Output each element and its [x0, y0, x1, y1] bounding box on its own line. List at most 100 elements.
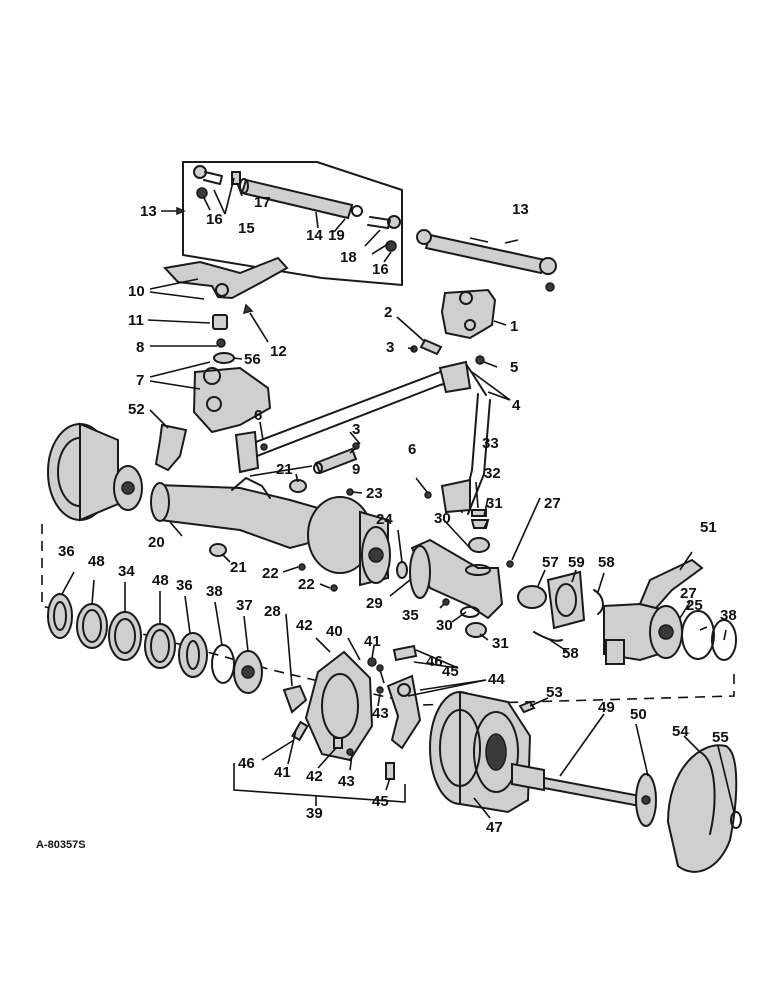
callout-58: 58	[562, 645, 579, 662]
axle-housing	[150, 477, 391, 587]
callout-32: 32	[484, 465, 501, 482]
callout-41: 41	[364, 633, 381, 650]
callout-45: 45	[442, 663, 459, 680]
callout-48: 48	[152, 572, 169, 589]
bearing-stack	[47, 593, 263, 694]
radius-rod	[234, 360, 491, 515]
tie-rod-end-left	[193, 165, 241, 199]
brake-drum-hub	[429, 690, 532, 814]
clamp-and-yoke	[517, 570, 604, 642]
callout-58: 58	[598, 554, 615, 571]
drawing-reference-number: A-80357S	[36, 839, 86, 851]
callout-13: 13	[512, 201, 529, 218]
callout-43: 43	[338, 773, 355, 790]
callout-46: 46	[426, 653, 443, 670]
callout-13: 13	[140, 203, 157, 220]
callout-21: 21	[276, 461, 293, 478]
callout-50: 50	[630, 706, 647, 723]
callout-47: 47	[486, 819, 503, 836]
brake-backing-plate	[282, 650, 374, 762]
callout-4: 4	[512, 397, 521, 414]
callout-31: 31	[492, 635, 509, 652]
callout-14: 14	[306, 227, 323, 244]
callout-20: 20	[148, 534, 165, 551]
callout-2: 2	[384, 304, 392, 321]
callout-29: 29	[366, 595, 383, 612]
callout-42: 42	[306, 768, 323, 785]
callout-37: 37	[236, 597, 253, 614]
leader-lines	[61, 177, 735, 819]
callout-25: 25	[686, 597, 703, 614]
spindle-bushing-and-seal	[212, 303, 254, 364]
callout-57: 57	[542, 554, 559, 571]
hub-cap	[666, 744, 742, 873]
steering-arm	[163, 256, 289, 300]
callout-48: 48	[88, 553, 105, 570]
callout-3: 3	[352, 421, 360, 438]
callout-38: 38	[206, 583, 223, 600]
callout-6: 6	[254, 407, 262, 424]
callout-40: 40	[326, 623, 343, 640]
tie-rod-end-right	[351, 205, 401, 252]
pin-and-lube-fittings	[410, 338, 485, 365]
callout-22: 22	[262, 565, 279, 582]
tie-rod-kit-box	[161, 161, 403, 286]
callout-49: 49	[598, 699, 615, 716]
callout-54: 54	[672, 723, 689, 740]
axle-shaft	[511, 700, 657, 827]
callout-52: 52	[128, 401, 145, 418]
callout-34: 34	[118, 563, 135, 580]
callout-22: 22	[298, 576, 315, 593]
callout-10: 10	[128, 283, 145, 300]
callout-19: 19	[328, 227, 345, 244]
callout-41: 41	[274, 764, 291, 781]
callout-59: 59	[568, 554, 585, 571]
callout-5: 5	[510, 359, 518, 376]
callout-15: 15	[238, 220, 255, 237]
callout-36: 36	[176, 577, 193, 594]
pivot-bracket	[440, 288, 497, 340]
callout-33: 33	[482, 435, 499, 452]
hub-flange-52	[154, 423, 188, 472]
callout-21: 21	[230, 559, 247, 576]
callout-42: 42	[296, 617, 313, 634]
callout-23: 23	[366, 485, 383, 502]
axle-housing-bushings	[209, 479, 408, 592]
callout-36: 36	[58, 543, 75, 560]
callout-1: 1	[510, 318, 518, 335]
callout-labels: 13 17 16 15 14 19 18 16 13 10 11 12 8 56…	[36, 194, 737, 851]
callout-55: 55	[712, 729, 729, 746]
spindle-44	[386, 674, 422, 750]
callout-27: 27	[544, 495, 561, 512]
callout-43: 43	[372, 705, 389, 722]
callout-44: 44	[488, 671, 505, 688]
callout-28: 28	[264, 603, 281, 620]
radius-rod-pin-and-fittings	[260, 442, 432, 499]
callout-7: 7	[136, 372, 144, 389]
callout-24: 24	[376, 511, 393, 528]
callout-30: 30	[436, 617, 453, 634]
tie-rod-assembled	[416, 229, 557, 292]
callout-18: 18	[340, 249, 357, 266]
spindle-support	[192, 366, 272, 434]
spindle-housing-25	[603, 602, 737, 665]
kingpin-bearing-stack	[460, 509, 514, 638]
callout-16: 16	[372, 261, 389, 278]
callout-8: 8	[136, 339, 144, 356]
callout-16: 16	[206, 211, 223, 228]
callout-9: 9	[352, 461, 360, 478]
callout-30: 30	[434, 510, 451, 527]
callout-6: 6	[408, 441, 416, 458]
kit-bracket-39	[233, 763, 406, 806]
callout-17: 17	[254, 194, 271, 211]
callout-31: 31	[486, 495, 503, 512]
steering-knuckle	[409, 538, 504, 620]
steering-arm-51	[638, 558, 704, 610]
brake-fasteners	[291, 644, 418, 780]
callout-51: 51	[700, 519, 717, 536]
callout-27: 27	[680, 585, 697, 602]
callout-35: 35	[402, 607, 419, 624]
callout-56: 56	[244, 351, 261, 368]
callout-38: 38	[720, 607, 737, 624]
